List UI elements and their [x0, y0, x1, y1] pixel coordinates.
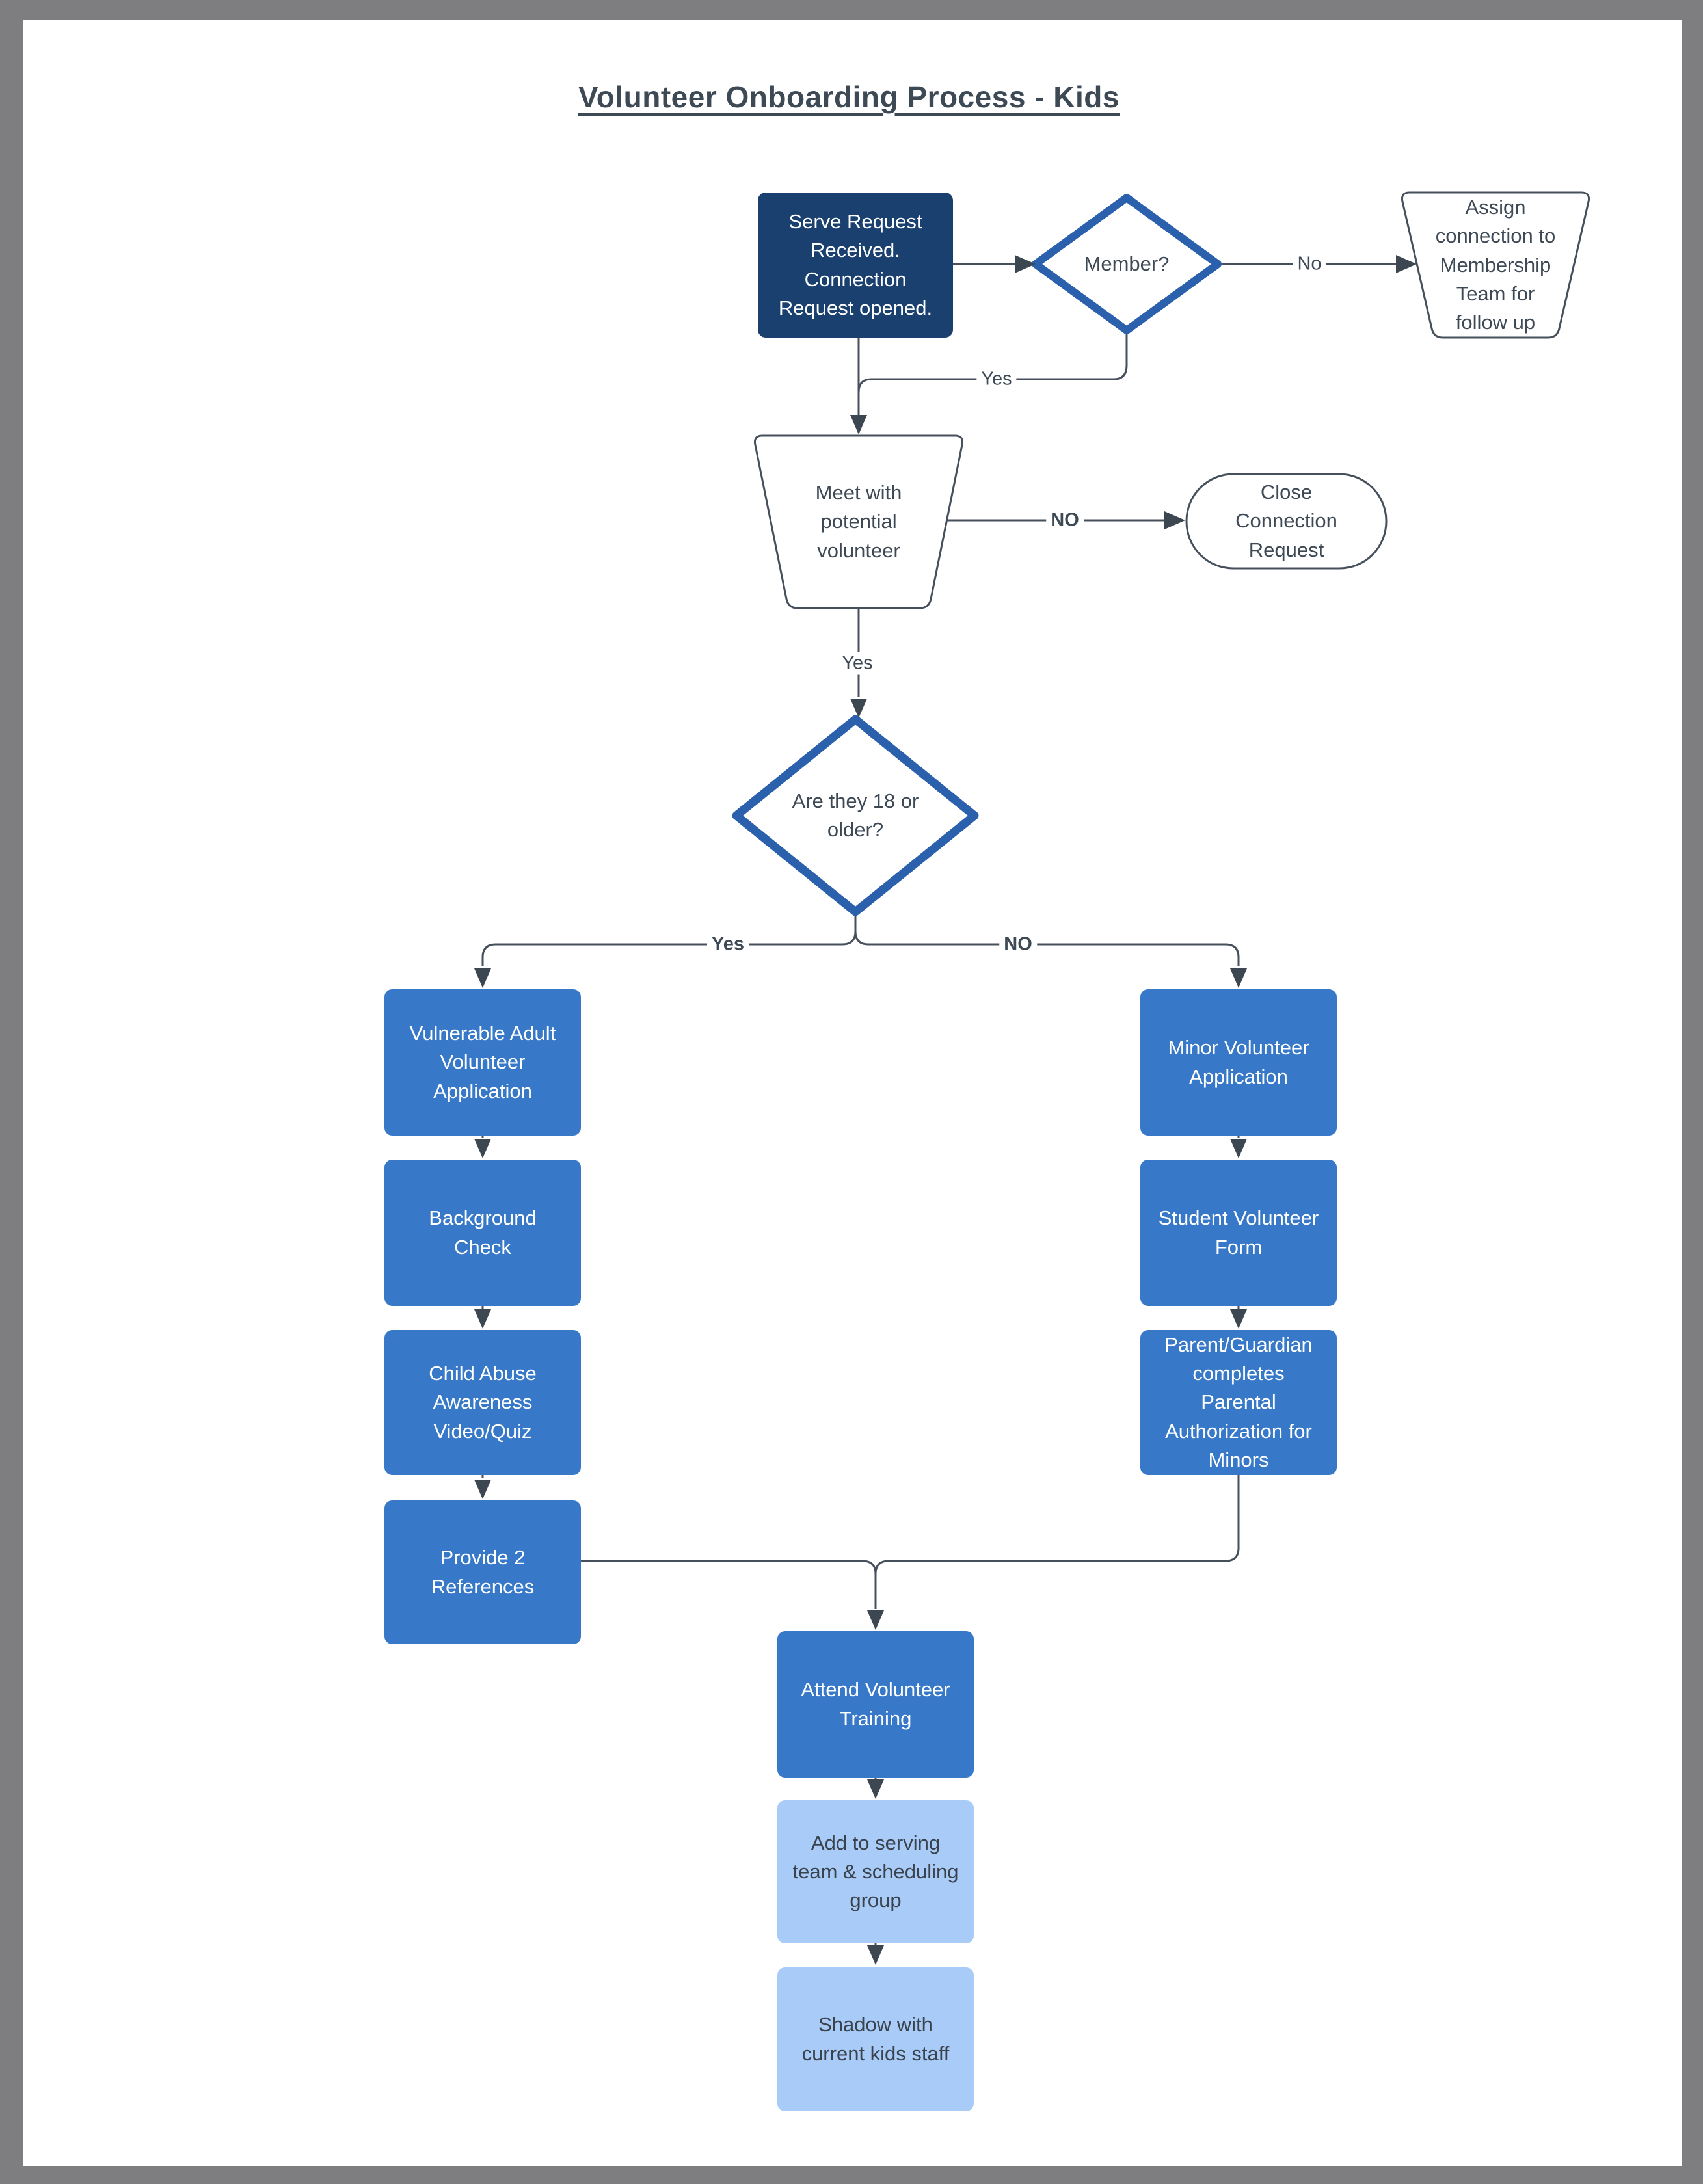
arrowhead-into-minor — [1230, 968, 1247, 988]
node-shadow-kids-staff: Shadow with current kids staff — [777, 1967, 974, 2111]
arrowhead-into-references — [474, 1480, 491, 1499]
manual-operation-shape-meet — [754, 434, 963, 609]
edge-label-meet-no: NO — [1046, 509, 1084, 532]
edge-label-meet-yes: Yes — [837, 652, 878, 675]
node-provide-references-label: Provide 2 References — [431, 1546, 535, 1598]
node-provide-references: Provide 2 References — [384, 1500, 581, 1644]
arrowhead-into-close — [1164, 511, 1185, 529]
decision-diamond-member — [1032, 194, 1222, 334]
node-serve-request-label: Serve Request Received. Connection Reque… — [778, 210, 933, 319]
node-age-decision: Are they 18 or older? — [771, 738, 940, 894]
node-parental-authorization: Parent/Guardian completes Parental Autho… — [1140, 1330, 1337, 1475]
node-meet-potential-volunteer: Meet with potential volunteer — [785, 442, 932, 602]
node-age-decision-label: Are they 18 or older? — [792, 789, 919, 841]
edge-parental-to-merge — [874, 1475, 1240, 1575]
decision-diamond-age — [732, 715, 979, 916]
node-shadow-kids-staff-label: Shadow with current kids staff — [801, 2013, 950, 2065]
node-close-connection-request-label: Close Connection Request — [1235, 481, 1337, 561]
node-student-volunteer-form: Student Volunteer Form — [1140, 1160, 1337, 1306]
node-add-serving-team-label: Add to serving team & scheduling group — [792, 1831, 959, 1911]
edge-references-to-merge — [581, 1560, 877, 1575]
edge-age-yes — [481, 912, 857, 966]
node-member-decision-label: Member? — [1084, 252, 1170, 275]
edge-label-member-no: No — [1293, 252, 1326, 276]
node-assign-membership-team-label: Assign connection to Membership Team for… — [1435, 196, 1556, 334]
node-minor-volunteer-application-label: Minor Volunteer Application — [1168, 1036, 1309, 1088]
node-vulnerable-adult-application: Vulnerable Adult Volunteer Application — [384, 989, 581, 1136]
arrowhead-into-member — [1015, 255, 1036, 273]
arrowhead-into-age — [850, 699, 867, 718]
arrowhead-into-assign — [1396, 255, 1417, 273]
node-close-connection-request: Close Connection Request — [1187, 474, 1386, 568]
edge-label-age-no: NO — [999, 933, 1037, 956]
arrowhead-into-shadow — [867, 1945, 884, 1965]
node-meet-potential-volunteer-label: Meet with potential volunteer — [815, 481, 902, 562]
node-serve-request: Serve Request Received. Connection Reque… — [758, 193, 953, 338]
edge-age-no — [854, 912, 1240, 966]
node-minor-volunteer-application: Minor Volunteer Application — [1140, 989, 1337, 1136]
manual-operation-shape-assign — [1401, 191, 1590, 339]
arrowhead-into-training — [867, 1610, 884, 1630]
node-background-check-label: Background Check — [429, 1206, 537, 1258]
node-background-check: Background Check — [384, 1160, 581, 1306]
arrowhead-into-vulnerable — [474, 968, 491, 988]
node-child-abuse-video-quiz-label: Child Abuse Awareness Video/Quiz — [429, 1362, 537, 1443]
arrowhead-into-parental — [1230, 1309, 1247, 1329]
arrowhead-into-team — [867, 1779, 884, 1799]
edge-label-age-yes: Yes — [707, 933, 749, 956]
arrowhead-into-student — [1230, 1139, 1247, 1158]
node-attend-training: Attend Volunteer Training — [777, 1631, 974, 1778]
node-member-decision: Member? — [1036, 198, 1218, 330]
node-attend-training-label: Attend Volunteer Training — [801, 1678, 950, 1730]
arrowhead-into-background — [474, 1139, 491, 1158]
arrowhead-into-meet — [850, 415, 867, 434]
arrowhead-into-abuse — [474, 1309, 491, 1329]
terminator-shape-close — [1185, 473, 1388, 570]
node-parental-authorization-label: Parent/Guardian completes Parental Autho… — [1164, 1333, 1313, 1471]
node-child-abuse-video-quiz: Child Abuse Awareness Video/Quiz — [384, 1330, 581, 1475]
edge-label-member-yes: Yes — [976, 367, 1017, 391]
arrowheads — [474, 255, 1417, 1965]
edge-member-yes — [857, 330, 1128, 393]
node-vulnerable-adult-application-label: Vulnerable Adult Volunteer Application — [409, 1022, 556, 1102]
node-student-volunteer-form-label: Student Volunteer Form — [1158, 1206, 1319, 1258]
node-assign-membership-team: Assign connection to Membership Team for… — [1427, 196, 1564, 333]
page-title: Volunteer Onboarding Process - Kids — [578, 80, 1120, 114]
node-add-serving-team: Add to serving team & scheduling group — [777, 1800, 974, 1943]
